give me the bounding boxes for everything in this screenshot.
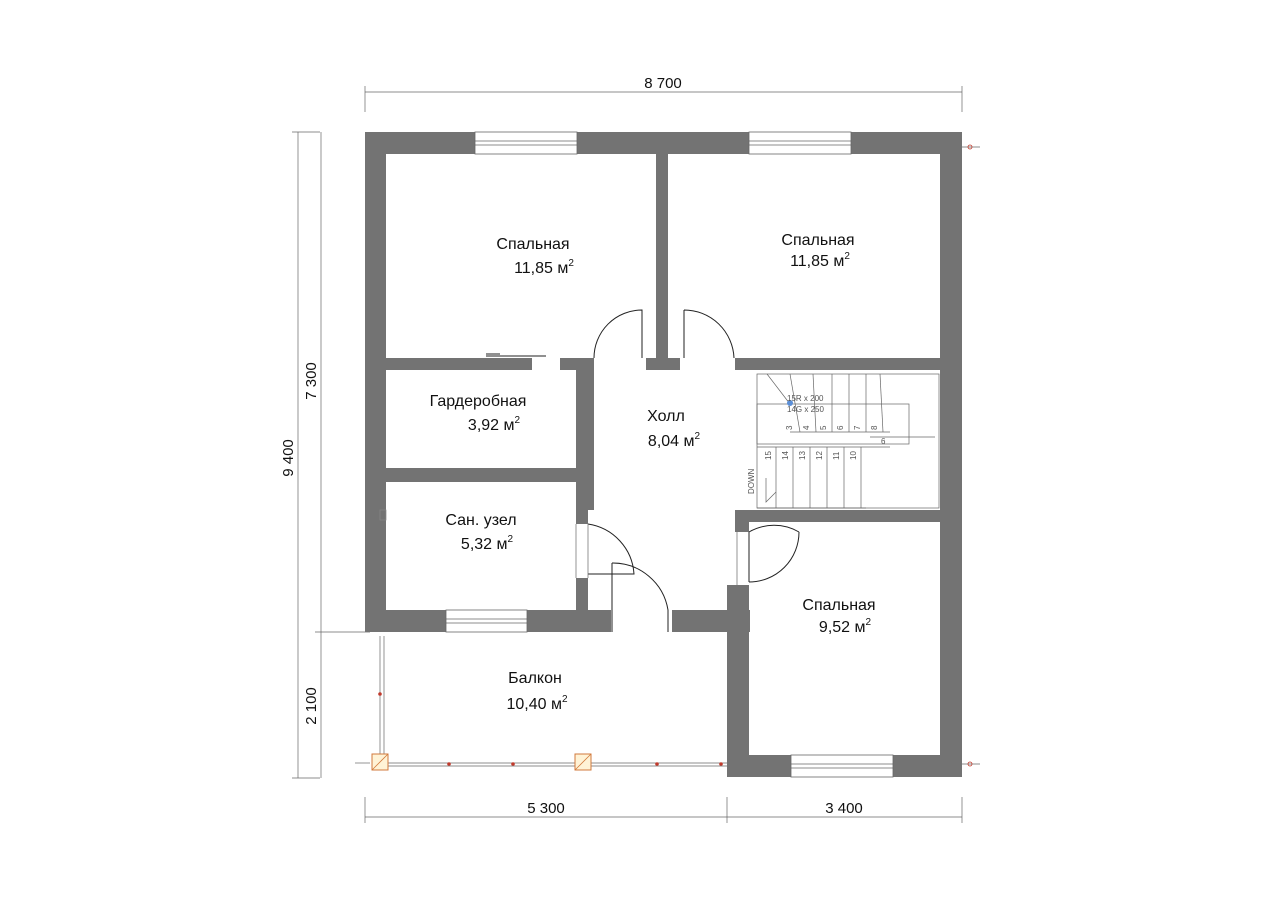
- room-name: Балкон: [508, 670, 562, 687]
- room-area: 11,85 м2: [514, 258, 574, 277]
- stair-lower-step-0: 15: [764, 451, 773, 460]
- room-balcony: Балкон 10,40 м2: [506, 670, 567, 713]
- room-wardrobe: Гардеробная 3,92 м2: [430, 393, 527, 434]
- room-hall: Холл 8,04 м2: [647, 408, 700, 450]
- room-bathroom: Сан. узел 5,32 м2: [445, 512, 516, 553]
- stair-upper-step-3: 6: [836, 425, 845, 430]
- room-area: 5,32 м2: [461, 534, 514, 553]
- wall-marker: [379, 509, 387, 521]
- room-bedroom-ne: Спальная 11,85 м2: [781, 232, 854, 270]
- stair-lower-step-1: 14: [781, 451, 790, 460]
- room-name: Сан. узел: [445, 512, 516, 529]
- stair-upper-step-5: 8: [870, 425, 879, 430]
- room-name: Спальная: [802, 597, 875, 614]
- windows: [445, 131, 894, 778]
- room-name: Холл: [647, 408, 685, 425]
- dim-top: 8 700: [644, 75, 682, 92]
- stair-upper-step-2: 5: [819, 425, 828, 430]
- stair-lower-step-labels: 15 14 13 12 11 10: [764, 451, 858, 460]
- stair-upper-step-labels: 3 4 5 6 7 8: [785, 425, 879, 430]
- room-bedroom-se: Спальная 9,52 м2: [802, 597, 875, 636]
- stair-direction: DOWN: [747, 468, 756, 494]
- stair-upper-step-4: 7: [853, 425, 862, 430]
- right-edge-markers: [962, 144, 980, 767]
- dim-left-upper: 7 300: [303, 362, 320, 400]
- dim-left-lower: 2 100: [303, 687, 320, 725]
- stair-spec-riser: 15R x 200: [787, 394, 824, 403]
- stair-lower-step-3: 12: [815, 451, 824, 460]
- dimension-lines: [292, 86, 963, 823]
- stair-step-turn: 6: [881, 437, 886, 446]
- room-name: Спальная: [781, 232, 854, 249]
- room-name: Спальная: [496, 236, 569, 253]
- room-area: 10,40 м2: [506, 694, 567, 713]
- stair-upper-step-1: 4: [802, 425, 811, 430]
- doors: [486, 309, 800, 632]
- walls: [365, 132, 962, 777]
- stair-lower-step-4: 11: [832, 451, 841, 460]
- staircase: [756, 373, 940, 509]
- room-area: 3,92 м2: [468, 415, 521, 434]
- room-area: 9,52 м2: [819, 617, 872, 636]
- room-area: 8,04 м2: [648, 431, 701, 450]
- stair-upper-step-0: 3: [785, 425, 794, 430]
- stair-lower-step-5: 10: [849, 451, 858, 460]
- balcony-railing: [355, 636, 727, 771]
- dim-bottom-right: 3 400: [825, 800, 863, 817]
- room-bedroom-nw: Спальная 11,85 м2: [496, 236, 574, 277]
- stair-start-marker: [787, 400, 793, 406]
- room-area: 11,85 м2: [790, 251, 850, 270]
- dim-bottom-left: 5 300: [527, 800, 565, 817]
- room-name: Гардеробная: [430, 393, 527, 410]
- stair-spec-tread: 14G x 250: [787, 405, 824, 414]
- dim-left-total: 9 400: [280, 439, 297, 477]
- stair-lower-step-2: 13: [798, 451, 807, 460]
